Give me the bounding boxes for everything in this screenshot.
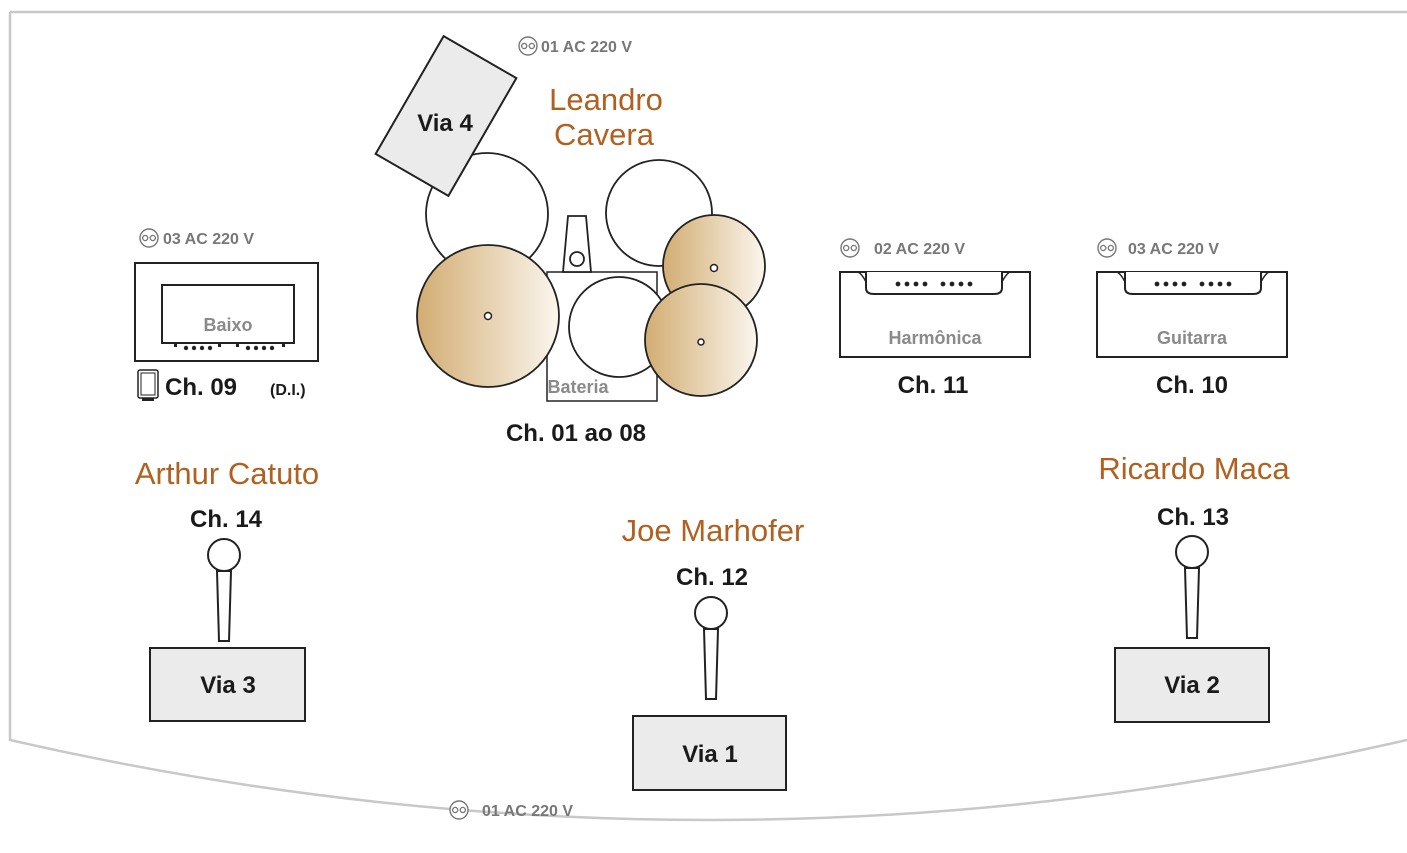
power-outlet-icon: [1097, 238, 1117, 258]
monitor-via1-label: Via 1: [682, 741, 738, 768]
drums-label: Bateria: [547, 377, 609, 397]
power-outlet-icon: [518, 36, 538, 56]
mic-left-channel: Ch. 14: [190, 506, 263, 533]
microphone-icon: [207, 538, 241, 642]
center-singer-name: Joe Marhofer: [622, 513, 805, 548]
harmonica-amp: Harmônica: [839, 271, 1031, 358]
drum-kit: Bateria: [416, 152, 766, 402]
microphone-icon: [1175, 535, 1209, 639]
power-guitar: 03 AC 220 V: [1128, 241, 1219, 258]
guitar-channel: Ch. 10: [1156, 372, 1228, 399]
harmonica-label: Harmônica: [888, 328, 982, 348]
di-box-icon: [137, 369, 159, 401]
drums-channel: Ch. 01 ao 08: [506, 420, 646, 447]
guitar-player-name: Ricardo Maca: [1098, 451, 1290, 486]
bass-di-label: (D.I.): [270, 382, 306, 399]
guitar-amp: Guitarra: [1096, 271, 1288, 358]
power-bass: 03 AC 220 V: [163, 231, 254, 248]
monitor-via4: [374, 34, 518, 198]
power-outlet-icon: [449, 800, 469, 820]
mic-right-channel: Ch. 13: [1157, 504, 1229, 531]
power-outlet-icon: [139, 228, 159, 248]
monitor-via4-label: Via 4: [417, 110, 473, 137]
power-drums: 01 AC 220 V: [541, 39, 632, 56]
bass-label: Baixo: [203, 315, 252, 335]
power-front: 01 AC 220 V: [482, 803, 573, 820]
bass-amp: Baixo: [134, 262, 319, 362]
guitar-label: Guitarra: [1157, 328, 1228, 348]
mic-center-channel: Ch. 12: [676, 564, 748, 591]
monitor-via3: [149, 647, 306, 722]
power-outlet-icon: [840, 238, 860, 258]
monitor-via1: [632, 715, 787, 791]
monitor-via3-label: Via 3: [200, 672, 256, 699]
drummer-name-line2: Cavera: [554, 117, 655, 152]
monitor-via2: [1114, 647, 1270, 723]
drummer-name-line1: Leandro: [549, 82, 663, 117]
power-harmonica: 02 AC 220 V: [874, 241, 965, 258]
bass-channel: Ch. 09: [165, 374, 237, 401]
harmonica-channel: Ch. 11: [898, 372, 969, 399]
bass-player-name: Arthur Catuto: [135, 456, 319, 491]
microphone-icon: [694, 596, 728, 700]
monitor-via2-label: Via 2: [1164, 672, 1220, 699]
stage-border: [8, 10, 1407, 822]
